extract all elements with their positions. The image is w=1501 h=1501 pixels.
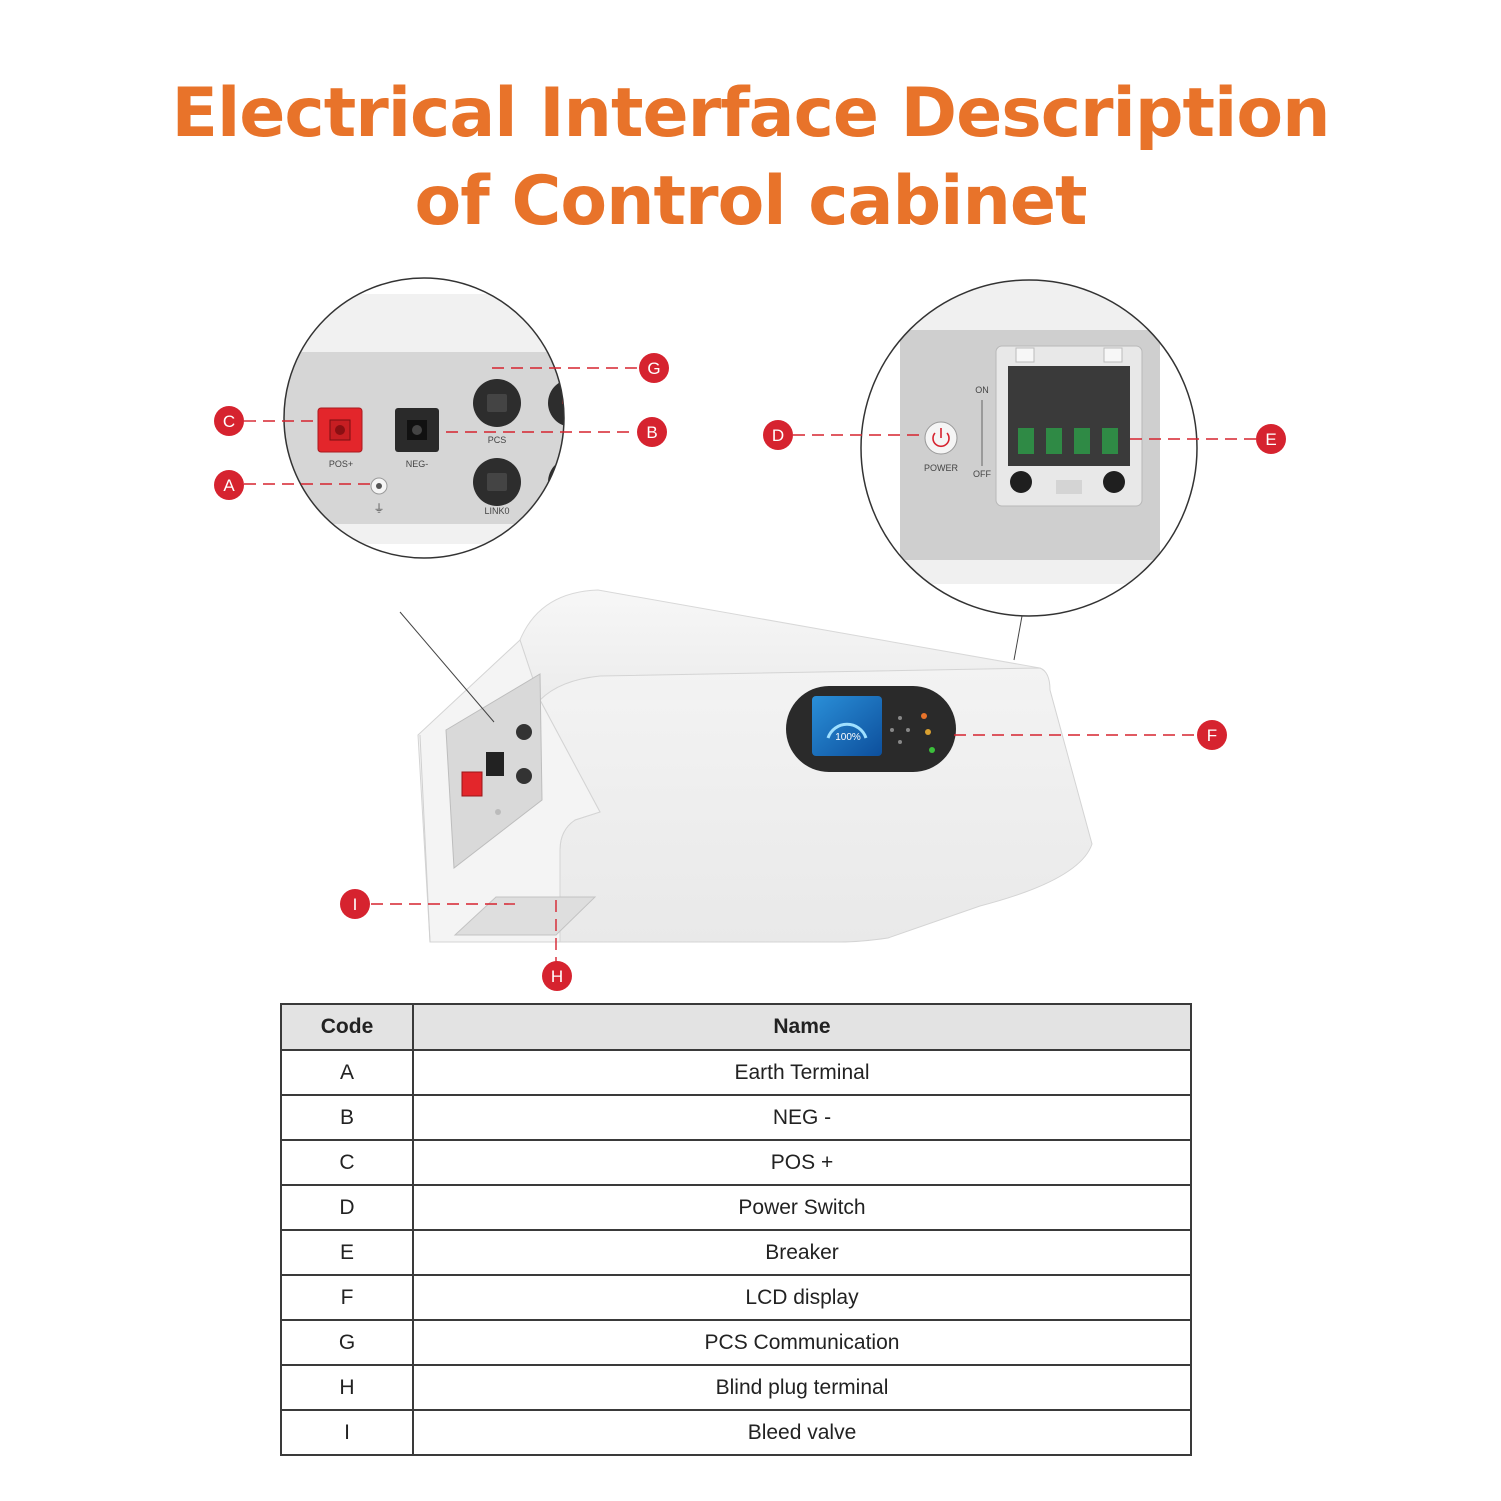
name-cell: Breaker	[412, 1229, 1192, 1276]
code-column-header: Code	[280, 1003, 414, 1051]
power-icon	[932, 432, 950, 448]
name-cell: Earth Terminal	[412, 1049, 1192, 1096]
left-zoom-circle	[283, 277, 565, 559]
legend-header-row: Code Name	[280, 1003, 1192, 1051]
left-zoom-leader	[399, 611, 495, 723]
breaker-pole-2	[1046, 428, 1062, 454]
name-cell: PCS Communication	[412, 1319, 1192, 1366]
breaker-pole-4	[1102, 428, 1118, 454]
marker-c: C	[214, 406, 244, 436]
code-cell: D	[280, 1184, 414, 1231]
lcd-value: 100%	[835, 732, 861, 743]
svg-text:A: A	[223, 476, 235, 495]
status-led-red	[921, 713, 927, 719]
code-cell: E	[280, 1229, 414, 1276]
right-zoom-leader	[1013, 615, 1023, 661]
marker-a: A	[214, 470, 244, 500]
lcd-panel: 100%	[786, 686, 956, 772]
neg-label: NEG-	[406, 459, 429, 469]
code-cell: F	[280, 1274, 414, 1321]
side-earth	[495, 809, 501, 815]
name-cell: POS +	[412, 1139, 1192, 1186]
svg-text:I: I	[353, 895, 358, 914]
marker-e: E	[1256, 424, 1286, 454]
power-label: POWER	[924, 463, 959, 473]
code-cell: G	[280, 1319, 414, 1366]
status-led-amber	[925, 729, 931, 735]
on-label: ON	[975, 385, 989, 395]
code-cell: B	[280, 1094, 414, 1141]
side-pos-terminal	[461, 771, 483, 797]
marker-g: G	[639, 353, 669, 383]
name-cell: Blind plug terminal	[412, 1364, 1192, 1411]
code-cell: A	[280, 1049, 414, 1096]
cabinet-body	[417, 589, 1093, 943]
name-cell: Power Switch	[412, 1184, 1192, 1231]
breaker-pole-1	[1018, 428, 1034, 454]
title-line-2: of Control cabinet	[414, 162, 1088, 241]
off-label: OFF	[973, 469, 991, 479]
name-cell: LCD display	[412, 1274, 1192, 1321]
marker-h: H	[542, 961, 572, 991]
lcd-gauge	[826, 722, 868, 739]
side-port-2	[516, 768, 532, 784]
title-line-1: Electrical Interface Description	[171, 74, 1331, 153]
marker-d: D	[763, 420, 793, 450]
ads-label: ADS	[563, 435, 582, 445]
name-cell: NEG -	[412, 1094, 1192, 1141]
svg-text:B: B	[646, 423, 657, 442]
callout-lines	[244, 367, 1256, 962]
side-neg-terminal	[486, 752, 504, 776]
marker-f: F	[1197, 720, 1227, 750]
svg-text:D: D	[772, 426, 784, 445]
link1-label: LINK1	[559, 506, 584, 516]
svg-text:C: C	[223, 412, 235, 431]
code-cell: H	[280, 1364, 414, 1411]
marker-i: I	[340, 889, 370, 919]
name-column-header: Name	[412, 1003, 1192, 1051]
pcs-label: PCS	[488, 435, 507, 445]
name-cell: Bleed valve	[412, 1409, 1192, 1456]
svg-text:F: F	[1207, 726, 1217, 745]
lcd-screen	[812, 696, 882, 756]
callout-markers: C A G B D E F I H	[214, 353, 1286, 991]
svg-text:G: G	[647, 359, 660, 378]
ads-port	[548, 379, 564, 427]
control-cabinet-diagram: 100% POS+ NEG- ⏚ PCS ADS	[214, 277, 1286, 991]
side-panel-terminals	[461, 724, 532, 815]
right-zoom-circle	[860, 279, 1198, 617]
pos-label: POS+	[329, 459, 353, 469]
marker-b: B	[637, 417, 667, 447]
side-port-1	[516, 724, 532, 740]
status-led-green	[929, 747, 935, 753]
link0-label: LINK0	[484, 506, 509, 516]
breaker-pole-3	[1074, 428, 1090, 454]
left-zoom-content: POS+ NEG- ⏚ PCS ADS LINK0 LINK1	[284, 278, 584, 558]
code-cell: I	[280, 1409, 414, 1456]
svg-text:E: E	[1265, 430, 1276, 449]
code-cell: C	[280, 1139, 414, 1186]
earth-symbol-icon: ⏚	[374, 502, 385, 515]
svg-text:H: H	[551, 967, 563, 986]
